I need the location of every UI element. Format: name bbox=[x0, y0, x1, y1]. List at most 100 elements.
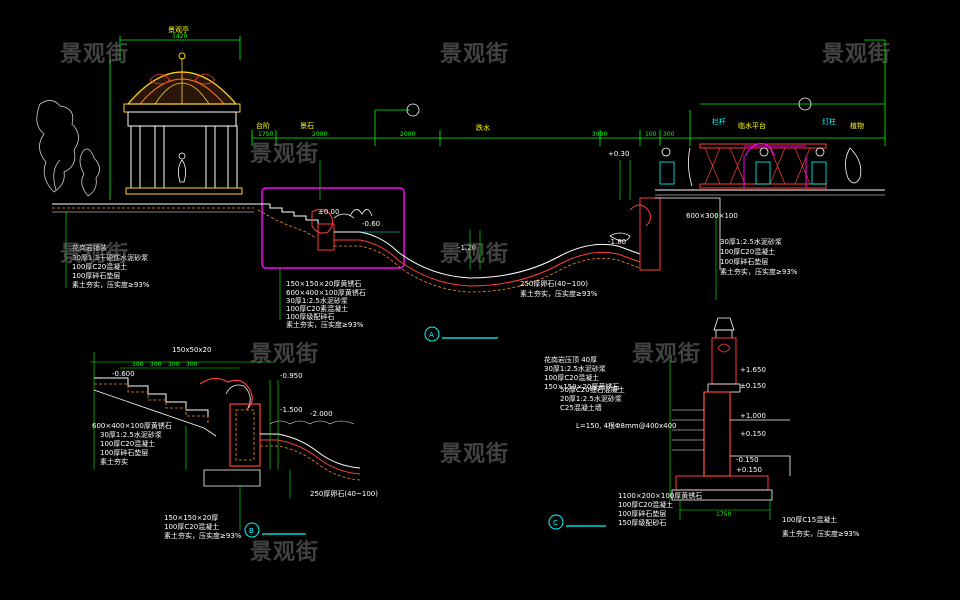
b-channel-note: 250厚卵石(40~100) bbox=[310, 489, 378, 498]
notes-right: 600×300×100 30厚1:2.5水泥砂浆 100厚C20混凝土 100厚… bbox=[686, 212, 798, 300]
watermark: 景观街 bbox=[632, 342, 702, 367]
section-c-notes-left: 50厚C20细石混凝土 20厚1:2.5水泥砂浆 C25混凝土墙 bbox=[560, 385, 625, 412]
ground-left bbox=[52, 203, 254, 213]
note-bottom-1: 600×400×100厚黄锈石 bbox=[286, 288, 366, 297]
dim-label-2: 2000 bbox=[312, 131, 327, 138]
c-note-bottom-1: 100厚C20混凝土 bbox=[618, 500, 673, 509]
b-note-bottom-1: 100厚C20混凝土 bbox=[164, 522, 219, 531]
c-elev-5: +0.150 bbox=[736, 466, 762, 474]
note-left-1: 30厚1:3干硬性水泥砂浆 bbox=[72, 253, 148, 262]
lamp-post bbox=[707, 317, 741, 393]
notes-left: 花岗岩铺装 30厚1:3干硬性水泥砂浆 100厚C20混凝土 100厚碎石垫层 … bbox=[65, 212, 150, 289]
retaining-wall bbox=[671, 391, 791, 501]
section-c-dims bbox=[669, 360, 771, 520]
note-left-2: 100厚C20混凝土 bbox=[72, 262, 127, 271]
watermark: 景观街 bbox=[250, 540, 320, 565]
watermark: 景观街 bbox=[250, 142, 320, 167]
section-b-notes-left: 600×400×100厚黄锈石 30厚1:2.5水泥砂浆 100厚C20混凝土 … bbox=[92, 421, 187, 470]
c-note-left-1: 20厚1:2.5水泥砂浆 bbox=[560, 394, 622, 403]
section-c-title: C bbox=[548, 514, 606, 530]
note-bottom-5: 素土夯实，压实度≥93% bbox=[286, 320, 364, 329]
platform-railing bbox=[609, 143, 885, 271]
b-note-left-2: 100厚C20混凝土 bbox=[100, 439, 155, 448]
b-note-left-4: 素土夯实 bbox=[100, 457, 128, 466]
section-c-letter: C bbox=[553, 519, 558, 527]
section-b-letter: B bbox=[249, 527, 254, 535]
note-bottom-3: 100厚C20素混凝土 bbox=[286, 304, 348, 313]
gazebo-title: 景观亭 bbox=[168, 25, 189, 34]
elevation-a-4: +0.30 bbox=[608, 150, 629, 158]
dim-label-5: 100 bbox=[645, 131, 657, 138]
section-b-steps bbox=[93, 377, 361, 487]
c-elev-3: +0.150 bbox=[740, 430, 766, 438]
note-left-3: 100厚碎石垫层 bbox=[72, 271, 120, 280]
note-left-0: 花岗岩铺装 bbox=[72, 243, 107, 252]
c-note-bottom-0: 1100×200×100厚黄锈石 bbox=[618, 491, 702, 500]
post-label-lamp: 灯柱 bbox=[822, 117, 836, 126]
c-note-top-0: 花岗岩压顶 40厚 bbox=[544, 355, 597, 364]
section-a: 1750 2000 2000 3900 100 300 台阶 景石 跌水 临水平… bbox=[36, 25, 886, 342]
notes-bottom: 150×150×20厚黄锈石 600×400×100厚黄锈石 30厚1:2.5水… bbox=[279, 268, 366, 329]
gazebo: 3420 景观亭 bbox=[109, 25, 243, 200]
zone-label-platform: 临水平台 bbox=[738, 121, 766, 130]
b-dim-2: 300 bbox=[168, 361, 180, 368]
section-c-notes-bottom: 1100×200×100厚黄锈石 100厚C20混凝土 100厚碎石垫层 150… bbox=[618, 491, 702, 527]
zone-label-plants: 植物 bbox=[850, 121, 864, 130]
b-dim-1: 300 bbox=[150, 361, 162, 368]
watermark: 景观街 bbox=[440, 242, 510, 267]
dim-label-6: 300 bbox=[663, 131, 675, 138]
elevation-a-2: -1.20 bbox=[458, 244, 476, 252]
note-right-2: 100厚C20混凝土 bbox=[720, 247, 775, 256]
section-b-title: B bbox=[244, 522, 306, 538]
b-note-bottom-2: 素土夯实，压实度≥93% bbox=[164, 531, 242, 540]
c-note-left-2: C25混凝土墙 bbox=[560, 403, 602, 412]
b-dim-3: 300 bbox=[186, 361, 198, 368]
section-b-notes-bottom: 150×150×20厚 100厚C20混凝土 素土夯实，压实度≥93% bbox=[164, 486, 242, 540]
dim-label-3: 2000 bbox=[400, 131, 415, 138]
dim-label-1: 1750 bbox=[258, 131, 273, 138]
c-note-left-0: 50厚C20细石混凝土 bbox=[560, 385, 625, 394]
note-bottom-0: 150×150×20厚黄锈石 bbox=[286, 279, 361, 288]
c-elev-1: ±0.150 bbox=[740, 382, 766, 390]
note-bottom-2: 30厚1:2.5水泥砂浆 bbox=[286, 296, 348, 305]
water-channel bbox=[334, 231, 641, 293]
b-note-left-3: 100厚碎石垫层 bbox=[100, 448, 148, 457]
watermark: 景观街 bbox=[60, 42, 130, 67]
note-right-1: 30厚1:2.5水泥砂浆 bbox=[720, 237, 782, 246]
c-note-top-1: 30厚1:2.5水泥砂浆 bbox=[544, 364, 606, 373]
section-a-letter: A bbox=[429, 331, 434, 339]
section-c: 花岗岩压顶 40厚 30厚1:2.5水泥砂浆 100厚C20混凝土 150×15… bbox=[544, 317, 860, 538]
note-right-3: 100厚碎石垫层 bbox=[720, 257, 768, 266]
c-note-top-3: 150×150×20厚黄锈石 bbox=[544, 382, 619, 391]
section-c-notes-top: 花岗岩压顶 40厚 30厚1:2.5水泥砂浆 100厚C20混凝土 150×15… bbox=[544, 355, 619, 391]
b-elev-0: -0.600 bbox=[112, 370, 135, 378]
note-right-4: 素土夯实，压实度≥93% bbox=[720, 267, 798, 276]
watermark: 景观街 bbox=[822, 42, 892, 67]
note-left-4: 素土夯实，压实度≥93% bbox=[72, 280, 150, 289]
b-elev-2: -1.500 bbox=[280, 406, 303, 414]
channel-note-0: 250厚卵石(40~100) bbox=[520, 279, 588, 288]
c-note-bottom-2: 100厚碎石垫层 bbox=[618, 509, 666, 518]
b-dim-0: 300 bbox=[132, 361, 144, 368]
c-dim-bottom: 1750 bbox=[716, 511, 731, 518]
watermark: 景观街 bbox=[440, 42, 510, 67]
elevation-a-0: ±0.00 bbox=[318, 208, 339, 216]
gazebo-dim-top: 3420 bbox=[172, 33, 187, 40]
watermark: 景观街 bbox=[60, 242, 130, 267]
section-a-title: A bbox=[424, 326, 498, 342]
tree-left bbox=[36, 100, 100, 197]
b-note-left-1: 30厚1:2.5水泥砂浆 bbox=[100, 430, 162, 439]
zone-label-steps: 台阶 bbox=[256, 121, 270, 130]
note-bottom-4: 100厚级配碎石 bbox=[286, 312, 334, 321]
b-note-bottom-0: 150×150×20厚 bbox=[164, 514, 218, 522]
note-right-0: 600×300×100 bbox=[686, 212, 738, 220]
section-a-elevation-marker-right bbox=[798, 97, 812, 111]
c-elev-0: +1.650 bbox=[740, 366, 766, 374]
c-right-note-1: 素土夯实，压实度≥93% bbox=[782, 529, 860, 538]
watermark: 景观街 bbox=[440, 442, 510, 467]
section-b-vertical-dims bbox=[269, 380, 291, 498]
section-b: 150x50x20 300 300 300 300 -0.600 -0.950 … bbox=[90, 346, 378, 540]
b-elev-1: -0.950 bbox=[280, 372, 303, 380]
watermark: 景观街 bbox=[250, 342, 320, 367]
